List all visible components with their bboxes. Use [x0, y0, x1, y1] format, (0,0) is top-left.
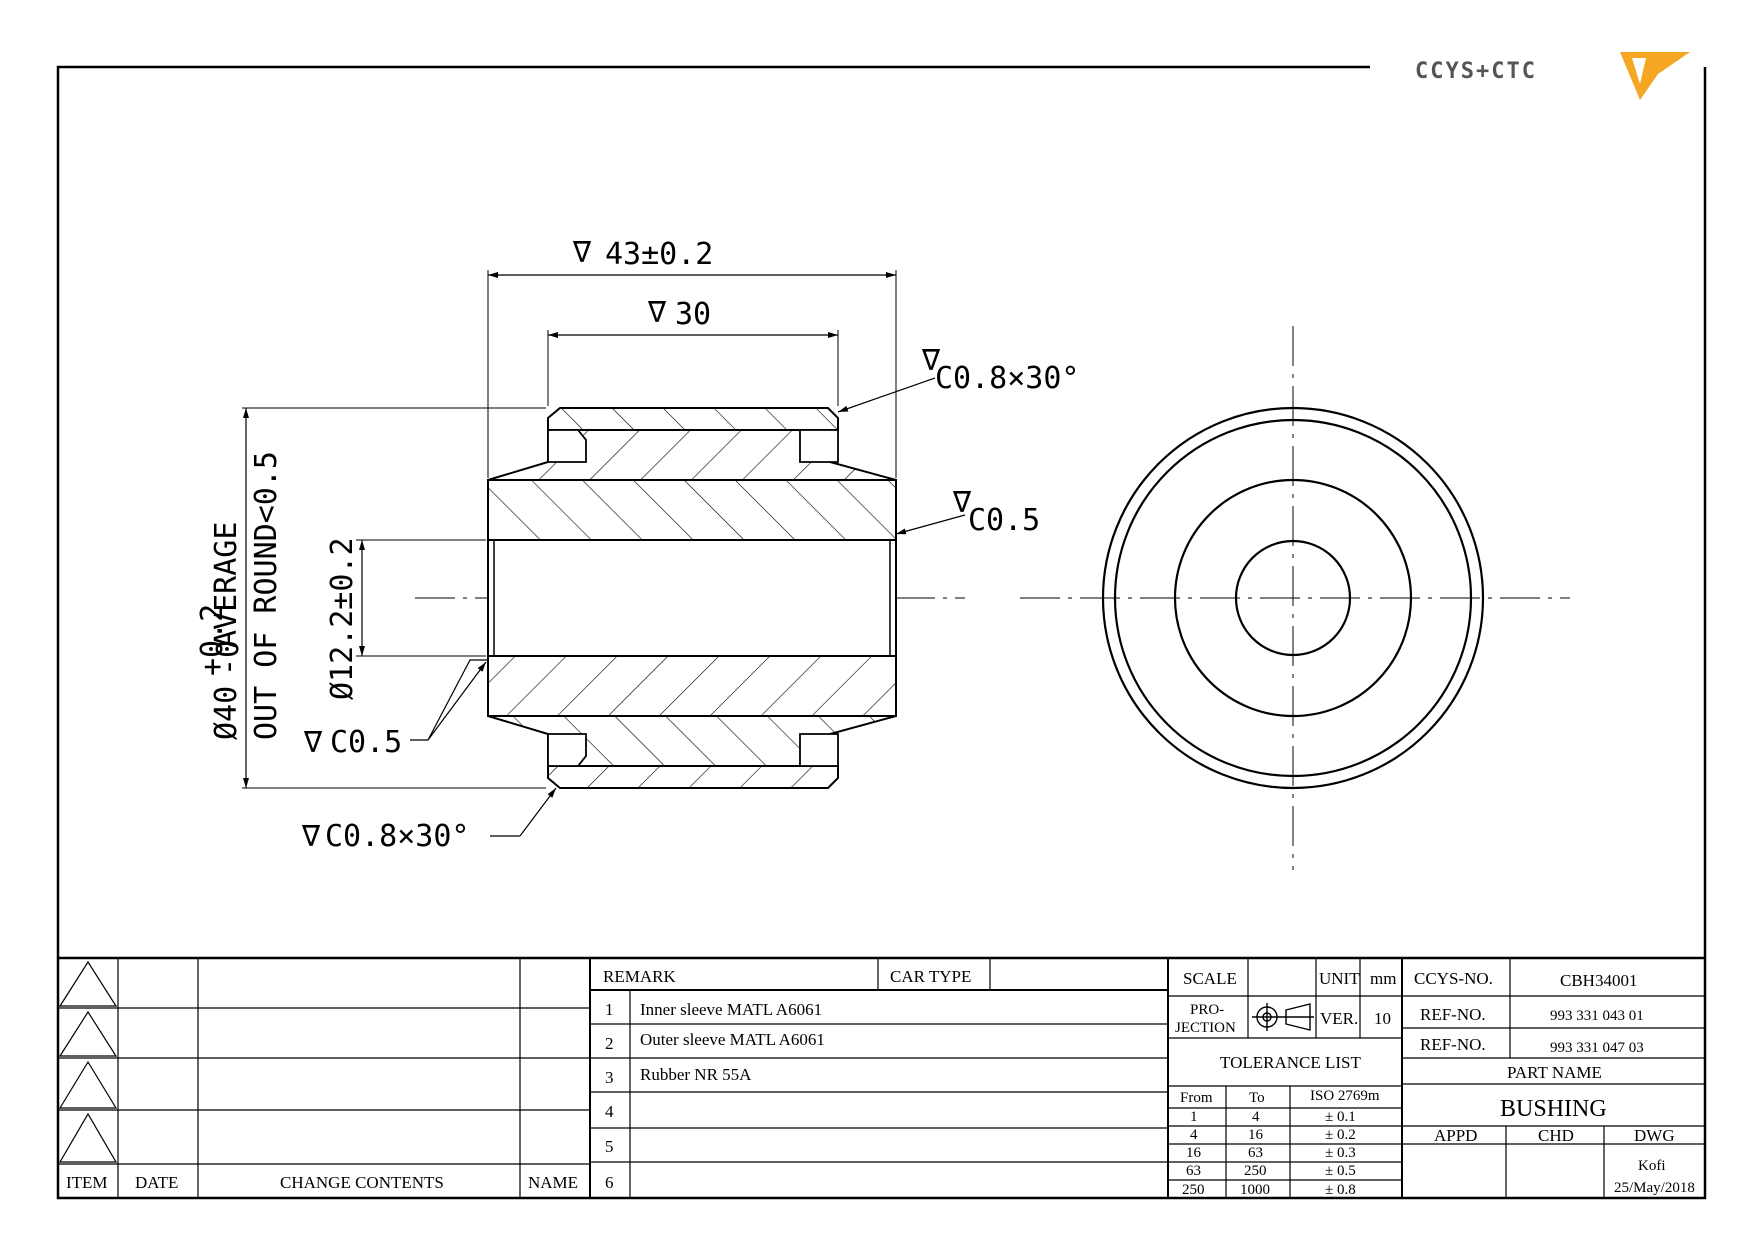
- scale-label: SCALE: [1183, 969, 1237, 988]
- ver-label: VER.: [1320, 1009, 1358, 1028]
- dim-bore: Ø12.2±0.2: [325, 537, 360, 700]
- remark-no: 5: [605, 1137, 614, 1156]
- tol-to: 1000: [1240, 1182, 1270, 1198]
- bore-circle: [1234, 539, 1352, 657]
- tol-to: 4: [1252, 1109, 1260, 1125]
- svg-text:∇: ∇: [301, 819, 321, 854]
- dim-avg-suffix: AVERAGE: [209, 522, 244, 648]
- svg-text:∇: ∇: [303, 725, 323, 760]
- revision-triangle-icon: [58, 1010, 118, 1057]
- inner-sleeve-lower: [487, 655, 897, 717]
- end-view: [1020, 326, 1570, 870]
- remarks-table: [590, 958, 1169, 1198]
- ver-value: 10: [1374, 1009, 1391, 1028]
- tol-header-std: ISO 2769m: [1310, 1088, 1380, 1104]
- remark-no: 6: [605, 1173, 614, 1192]
- appd-label: APPD: [1434, 1126, 1477, 1145]
- revision-triangle-icon: [58, 1112, 118, 1163]
- remark-no: 3: [605, 1068, 614, 1087]
- drawing-date: 25/May/2018: [1614, 1180, 1695, 1196]
- remark-no: 1: [605, 1000, 614, 1019]
- part-name: BUSHING: [1500, 1096, 1607, 1122]
- outer-sleeve-lower: [547, 765, 839, 789]
- revision-table: [58, 958, 591, 1198]
- remark-text: Rubber NR 55A: [640, 1065, 752, 1084]
- dim-avg-dia: Ø40: [209, 686, 244, 740]
- rev-header-change: CHANGE CONTENTS: [280, 1173, 444, 1192]
- dim-chamfer-top: C0.8×30°: [935, 361, 1080, 396]
- tol-from: 250: [1182, 1182, 1205, 1198]
- dim-chamfer-bottom: C0.8×30°: [325, 819, 470, 854]
- ccys-no-value: CBH34001: [1560, 971, 1637, 990]
- rev-header-name: NAME: [528, 1173, 578, 1192]
- dim-inner-dia-top: 30: [675, 297, 711, 332]
- dim-out-of-round: OUT OF ROUND<0.5: [249, 451, 284, 740]
- tol-value: ± 0.1: [1325, 1109, 1356, 1125]
- tol-value: ± 0.2: [1325, 1127, 1356, 1143]
- tolerance-block: [1168, 958, 1403, 1198]
- tol-to: 63: [1248, 1145, 1263, 1161]
- projection-label: JECTION: [1175, 1020, 1236, 1036]
- sheet-border: [56, 65, 1707, 1200]
- tol-value: ± 0.3: [1325, 1145, 1356, 1161]
- remark-text: Inner sleeve MATL A6061: [640, 1000, 822, 1019]
- dim-outer-dia: 43±0.2: [605, 237, 713, 272]
- car-type-header: CAR TYPE: [890, 967, 971, 986]
- projection-symbol-icon: [1252, 1003, 1314, 1031]
- outer-circle: [1101, 406, 1485, 790]
- tol-value: ± 0.5: [1325, 1163, 1356, 1179]
- tol-from: 4: [1190, 1127, 1198, 1143]
- title-block: ITEM DATE CHANGE CONTENTS NAME REMARK CA…: [58, 956, 1705, 1198]
- tol-to: 250: [1244, 1163, 1267, 1179]
- remark-header: REMARK: [603, 967, 676, 986]
- remark-text: Outer sleeve MATL A6061: [640, 1030, 825, 1049]
- tol-value: ± 0.8: [1325, 1182, 1356, 1198]
- tolerance-title: TOLERANCE LIST: [1220, 1053, 1361, 1072]
- svg-text:∇: ∇: [572, 235, 592, 270]
- svg-text:∇: ∇: [952, 485, 972, 520]
- ref-no-label: REF-NO.: [1420, 1035, 1486, 1054]
- logo-text: CCYS+CTC: [1415, 59, 1537, 84]
- projection-label: PRO-: [1190, 1002, 1224, 1018]
- drawer-name: Kofi: [1638, 1158, 1666, 1174]
- rev-header-item: ITEM: [66, 1173, 108, 1192]
- revision-triangle-icon: [58, 1060, 118, 1109]
- tol-from: 16: [1186, 1145, 1202, 1161]
- unit-value: mm: [1370, 969, 1396, 988]
- tol-from: 63: [1186, 1163, 1201, 1179]
- bore: [487, 539, 897, 657]
- rev-header-date: DATE: [135, 1173, 178, 1192]
- section-view: 43±0.2 ∇ 30 ∇ C0.8×30° ∇ C0.5 ∇ Ø12.2±0.…: [195, 235, 1080, 854]
- dim-chamfer-right: C0.5: [968, 503, 1040, 538]
- ccys-no-label: CCYS-NO.: [1414, 969, 1493, 988]
- tol-to: 16: [1248, 1127, 1264, 1143]
- tol-header-to: To: [1249, 1090, 1265, 1106]
- part-name-label: PART NAME: [1507, 1063, 1602, 1082]
- remark-no: 2: [605, 1034, 614, 1053]
- ref-no-value: 993 331 047 03: [1550, 1040, 1644, 1056]
- ref-no-value: 993 331 043 01: [1550, 1008, 1644, 1024]
- unit-label: UNIT: [1319, 969, 1360, 988]
- dim-avg-tol-low: -0: [211, 640, 246, 676]
- ref-no-label: REF-NO.: [1420, 1005, 1486, 1024]
- chd-label: CHD: [1538, 1126, 1574, 1145]
- logo-mark-icon: [1620, 52, 1690, 100]
- tol-from: 1: [1190, 1109, 1198, 1125]
- inner-sleeve-upper: [487, 479, 897, 541]
- company-logo: CCYS+CTC: [1415, 52, 1690, 100]
- revision-triangle-icon: [58, 960, 118, 1007]
- middle-circle: [1173, 478, 1413, 718]
- remark-no: 4: [605, 1102, 614, 1121]
- outer-sleeve-upper: [547, 407, 839, 431]
- dwg-label: DWG: [1634, 1126, 1675, 1145]
- svg-text:∇: ∇: [647, 295, 667, 330]
- part-info-block: [1402, 958, 1705, 1198]
- svg-text:∇: ∇: [921, 343, 941, 378]
- dim-avg-tol-up: +0.2: [195, 604, 230, 676]
- dim-chamfer-left: C0.5: [330, 725, 402, 760]
- tol-header-from: From: [1180, 1090, 1213, 1106]
